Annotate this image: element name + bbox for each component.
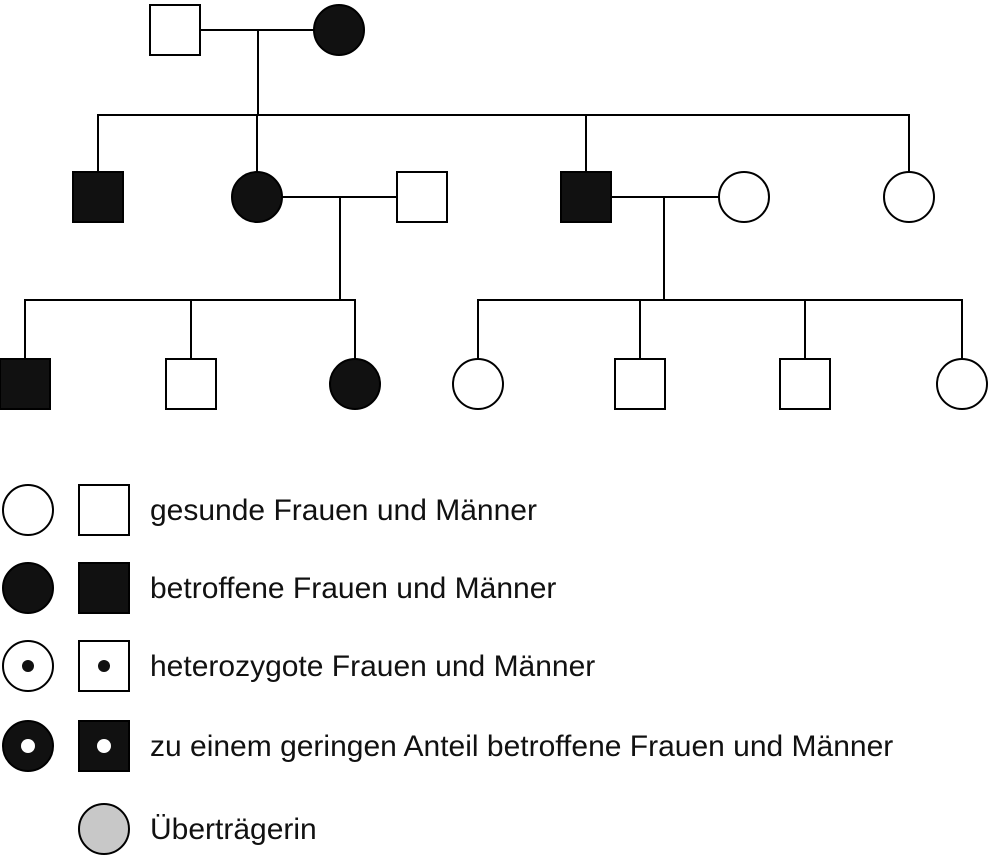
- person-g2-daughter-1: [231, 171, 283, 223]
- person-g2-wife: [718, 171, 770, 223]
- person-g3-a-son-2: [165, 358, 217, 410]
- pedigree-symbols: [0, 4, 988, 410]
- legend-female-symbol: [78, 803, 130, 855]
- legend-male-symbol: [78, 720, 130, 772]
- legend-label: zu einem geringen Anteil betroffene Frau…: [150, 730, 893, 763]
- male-symbol: [165, 358, 217, 410]
- person-g2-son-1: [72, 171, 124, 223]
- person-g2-husband: [396, 171, 448, 223]
- female-symbol: [452, 358, 504, 410]
- legend-female-symbol: [2, 484, 54, 536]
- person-g2-son-2: [560, 171, 612, 223]
- legend-female-symbol: [2, 562, 54, 614]
- male-symbol: [560, 171, 612, 223]
- male-symbol: [0, 358, 51, 410]
- person-g3-b-daughter-1: [452, 358, 504, 410]
- legend-male-symbol: [78, 640, 130, 692]
- dot-mark: [21, 739, 35, 753]
- male-symbol: [779, 358, 831, 410]
- female-symbol: [78, 803, 130, 855]
- pedigree-lines: [24, 29, 963, 360]
- male-symbol: [78, 562, 130, 614]
- person-g2-daughter-2: [883, 171, 935, 223]
- male-symbol: [614, 358, 666, 410]
- female-symbol: [329, 358, 381, 410]
- legend-label: gesunde Frauen und Männer: [150, 494, 537, 527]
- female-symbol: [883, 171, 935, 223]
- legend-row: heterozygote Frauen und Männer: [2, 640, 595, 692]
- male-symbol: [149, 4, 201, 56]
- dot-mark: [98, 660, 110, 672]
- person-g1-mother: [313, 4, 365, 56]
- male-symbol: [72, 171, 124, 223]
- legend-male-symbol: [78, 484, 130, 536]
- male-symbol: [78, 720, 130, 772]
- female-symbol: [313, 4, 365, 56]
- legend-female-symbol: [2, 720, 54, 772]
- person-g1-father: [149, 4, 201, 56]
- person-g3-b-son-1: [614, 358, 666, 410]
- person-g3-b-daughter-2: [936, 358, 988, 410]
- person-g3-b-son-2: [779, 358, 831, 410]
- legend-row: betroffene Frauen und Männer: [2, 562, 556, 614]
- dot-mark: [22, 660, 34, 672]
- male-symbol: [396, 171, 448, 223]
- legend-row: zu einem geringen Anteil betroffene Frau…: [2, 720, 893, 772]
- female-symbol: [718, 171, 770, 223]
- female-symbol: [936, 358, 988, 410]
- legend-male-symbol: [78, 562, 130, 614]
- legend-label: heterozygote Frauen und Männer: [150, 650, 595, 683]
- female-symbol: [231, 171, 283, 223]
- person-g3-a-daughter: [329, 358, 381, 410]
- dot-mark: [97, 739, 111, 753]
- legend-label: Überträgerin: [150, 813, 317, 846]
- person-g3-a-son-1: [0, 358, 51, 410]
- legend-row: gesunde Frauen und Männer: [2, 484, 537, 536]
- male-symbol: [78, 484, 130, 536]
- legend: gesunde Frauen und Männer betroffene Frau…: [2, 484, 893, 855]
- legend-female-symbol: [2, 640, 54, 692]
- female-symbol: [2, 484, 54, 536]
- female-symbol: [2, 562, 54, 614]
- legend-row: Überträgerin: [78, 803, 317, 855]
- legend-label: betroffene Frauen und Männer: [150, 572, 556, 605]
